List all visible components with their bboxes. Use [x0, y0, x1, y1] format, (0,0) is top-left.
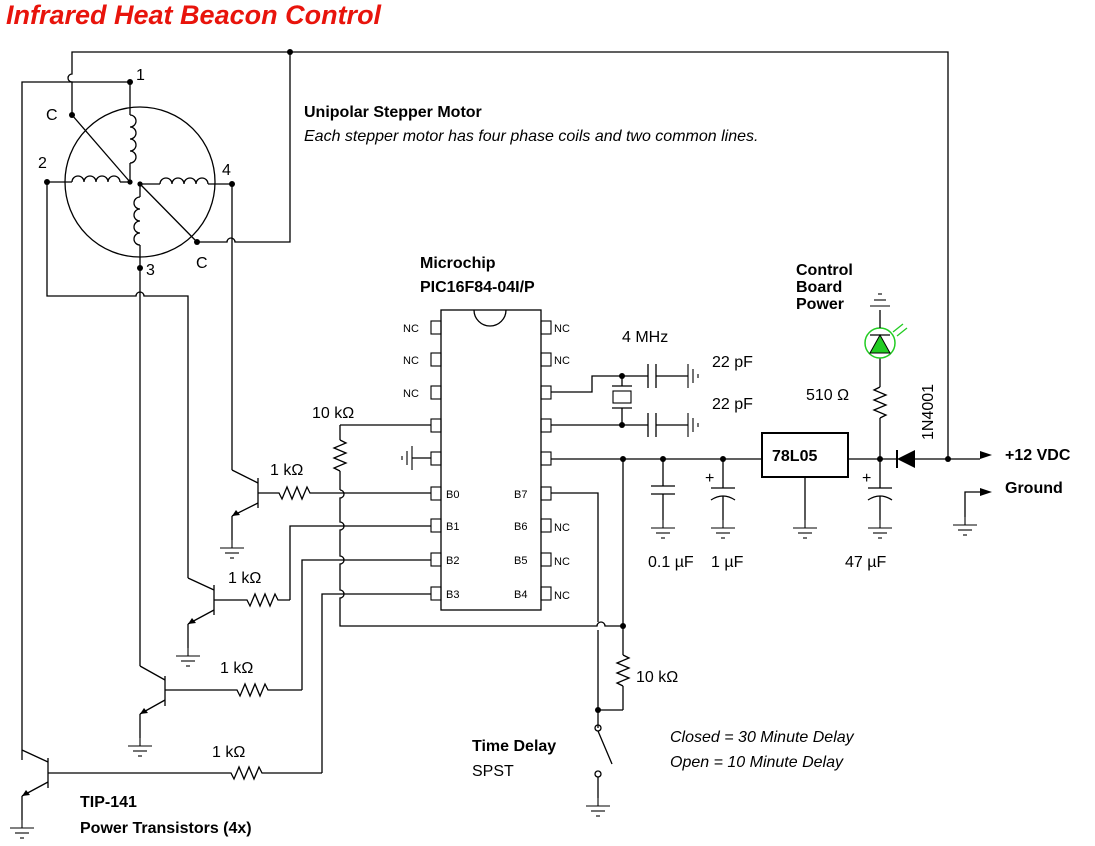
transistor-q2 — [175, 577, 290, 667]
pullup-resistor-label: 10 kΩ — [312, 405, 354, 422]
base-resistor-4-label: 1 kΩ — [212, 744, 245, 761]
motor-common-b: C — [196, 255, 208, 272]
led-resistor-label: 510 Ω — [806, 387, 849, 404]
stepper-motor — [44, 79, 235, 271]
motor-pin-1: 1 — [136, 67, 145, 84]
rail-vcc-label: +12 VDC — [1005, 447, 1071, 464]
five-volt-rail — [551, 456, 762, 817]
diode-label: 1N4001 — [920, 384, 937, 440]
pin-nc-r6: NC — [554, 522, 570, 534]
pin-nc-l1: NC — [403, 323, 419, 335]
crystal-cap-2-label: 22 pF — [712, 396, 753, 413]
pin-nc-r7: NC — [554, 556, 570, 568]
input-diode — [896, 450, 992, 536]
motor-heading: Unipolar Stepper Motor — [304, 104, 482, 121]
pin-b1: B1 — [446, 521, 459, 533]
transistor-label-1: TIP-141 — [80, 794, 137, 811]
switch-label-1: Time Delay — [472, 738, 556, 755]
motor-note: Each stepper motor has four phase coils … — [304, 128, 758, 145]
cap-47uf — [867, 459, 893, 539]
transistor-q1 — [219, 469, 318, 559]
chip-ground — [401, 446, 431, 470]
power-label-1: Control — [796, 262, 853, 279]
cap-3-label: 47 µF — [845, 554, 886, 571]
motor-common-a: C — [46, 107, 58, 124]
delay-note-open: Open = 10 Minute Delay — [670, 754, 844, 771]
crystal-label: 4 MHz — [622, 329, 668, 346]
motor-pin-2: 2 — [38, 155, 47, 172]
transistor-label-2: Power Transistors (4x) — [80, 820, 252, 837]
cap-2-plus: + — [705, 470, 714, 487]
base-resistor-1-label: 1 kΩ — [270, 462, 303, 479]
pin-nc-l2: NC — [403, 355, 419, 367]
pin-b2: B2 — [446, 555, 459, 567]
motor-pin-3: 3 — [146, 262, 155, 279]
crystal-cap-1-label: 22 pF — [712, 354, 753, 371]
pin-b3: B3 — [446, 589, 459, 601]
pin-b4: B4 — [514, 589, 527, 601]
regulator-label: 78L05 — [772, 448, 817, 465]
rail-gnd-label: Ground — [1005, 480, 1063, 497]
crystal-oscillator — [551, 364, 699, 437]
diagram-title: Infrared Heat Beacon Control — [6, 0, 382, 30]
motor-pin-4: 4 — [222, 162, 231, 179]
power-label-3: Power — [796, 296, 844, 313]
pullup-network — [289, 424, 623, 773]
pin-nc-l3: NC — [403, 388, 419, 400]
pin-b5: B5 — [514, 555, 527, 567]
pin-nc-r1: NC — [554, 323, 570, 335]
pin-b6: B6 — [514, 521, 527, 533]
cap-2-label: 1 µF — [711, 554, 744, 571]
switch-pullup-label: 10 kΩ — [636, 669, 678, 686]
pin-b0: B0 — [446, 489, 459, 501]
cap-3-plus: + — [862, 470, 871, 487]
mcu-heading-1: Microchip — [420, 255, 496, 272]
pin-nc-r8: NC — [554, 590, 570, 602]
motor-wiring — [21, 49, 949, 760]
switch-label-2: SPST — [472, 763, 514, 780]
delay-note-closed: Closed = 30 Minute Delay — [670, 729, 855, 746]
pin-nc-r2: NC — [554, 355, 570, 367]
pin-b7: B7 — [514, 489, 527, 501]
transistor-q3 — [127, 665, 302, 757]
base-resistor-2-label: 1 kΩ — [228, 570, 261, 587]
transistor-q4 — [9, 749, 322, 839]
power-led — [864, 293, 908, 459]
base-resistor-3-label: 1 kΩ — [220, 660, 253, 677]
cap-1-label: 0.1 µF — [648, 554, 694, 571]
mcu-heading-2: PIC16F84-04I/P — [420, 279, 535, 296]
power-label-2: Board — [796, 279, 842, 296]
